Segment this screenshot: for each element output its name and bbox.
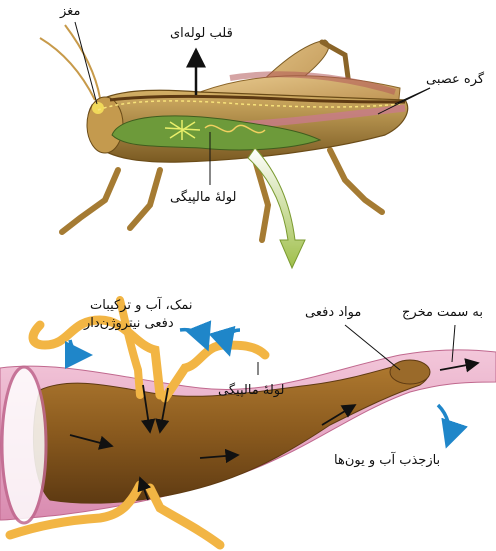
- front-leg: [62, 170, 118, 232]
- label-malpighian-tube-bottom: لولهٔ مالپیگی: [218, 383, 285, 399]
- brain-leader: [75, 22, 97, 104]
- hind-leg: [330, 150, 382, 212]
- antenna: [40, 38, 95, 100]
- gut-section-illustration: [0, 300, 496, 545]
- label-salt-water-line1: نمک، آب و ترکیبات: [90, 298, 193, 314]
- label-salt-water-line2: دفعی نیتروژن‌دار: [84, 316, 174, 332]
- middle-leg: [130, 170, 160, 228]
- label-malpighian-tube-top: لولهٔ مالپیگی: [170, 190, 237, 206]
- grasshopper-illustration: [40, 25, 408, 268]
- label-reabsorption: بازجذب آب و یون‌ها: [334, 453, 440, 469]
- brain: [92, 102, 104, 114]
- label-brain: مغز: [60, 4, 80, 20]
- antenna: [65, 25, 100, 98]
- blue-arrow: [438, 405, 450, 442]
- excretory-blob: [390, 360, 430, 384]
- label-toward-exit: به سمت مخرج: [402, 305, 483, 321]
- gut-opening-left: [2, 367, 46, 523]
- green-arrow: [248, 148, 305, 268]
- label-tubular-heart: قلب لوله‌ای: [170, 26, 233, 42]
- blue-arrow: [70, 340, 86, 355]
- label-nerve-ganglion: گره عصبی: [426, 72, 484, 88]
- label-excretory-material: مواد دفعی: [305, 305, 361, 321]
- blue-arrow: [180, 330, 206, 345]
